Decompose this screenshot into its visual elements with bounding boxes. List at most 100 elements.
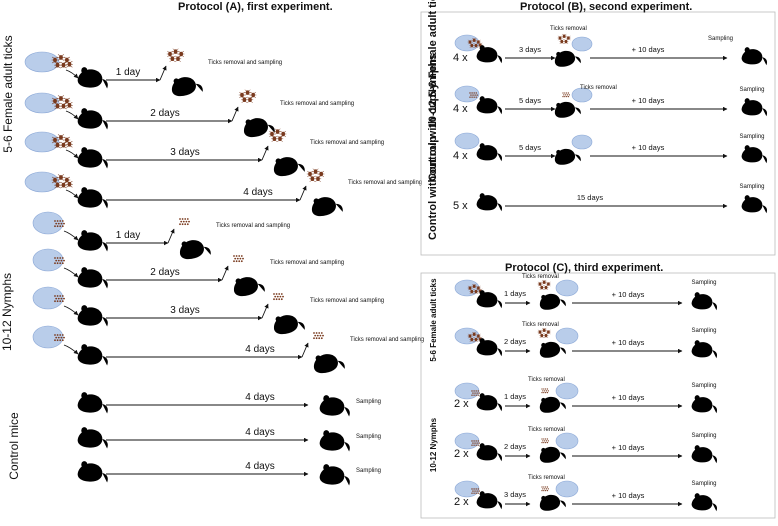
adult-tick-icon — [467, 37, 483, 48]
cup-icon — [24, 51, 60, 73]
followup-label: + 10 days — [612, 393, 645, 402]
group-label-b-text: Control with cup — [427, 94, 439, 181]
group-label-b: Control with cup — [427, 94, 439, 181]
cup-icon — [555, 382, 579, 400]
start-mouse-icon — [73, 147, 108, 172]
group-label-b-text: 5-6 Female adult ticks — [427, 0, 439, 97]
followup-label: + 10 days — [612, 443, 645, 452]
duration-label: 4 days — [243, 187, 272, 198]
duration-label: 4 days — [245, 392, 274, 403]
curve-arrow — [63, 305, 79, 316]
mouse-count: 2 x — [454, 398, 469, 410]
start-mouse-icon — [473, 290, 503, 311]
action-label: Sampling — [356, 399, 381, 405]
duration-label: 4 days — [245, 427, 274, 438]
adult-tick-icon — [51, 174, 73, 189]
cup-icon — [32, 211, 64, 235]
group-label-b-text: Control without cup — [427, 136, 439, 240]
cup-icon — [555, 279, 579, 297]
cup-icon — [454, 327, 480, 345]
curve-arrow — [65, 110, 79, 120]
group-label-b: Control without cup — [427, 136, 439, 240]
cup-icon — [32, 248, 64, 272]
start-mouse-icon — [473, 443, 503, 464]
group-label-c-nymph-text: 10-12 Nymphs — [429, 417, 438, 472]
start-mouse-icon — [73, 461, 108, 486]
followup-label: + 10 days — [632, 45, 665, 54]
nymph-icon — [471, 390, 480, 396]
duration-label: 1 days — [504, 392, 526, 401]
end-mouse-icon — [226, 271, 266, 301]
duration-label: 5 days — [519, 143, 541, 152]
nymph-icon — [54, 257, 65, 265]
cup-icon — [555, 432, 579, 450]
removal-label: Ticks removal — [528, 377, 565, 383]
removal-label: Ticks removal — [522, 322, 559, 328]
group-label-c-nymph: 10-12 Nymphs — [429, 417, 438, 472]
end-mouse-icon — [164, 71, 204, 101]
group-label-b: 5-6 Female adult ticks — [427, 0, 439, 97]
start-mouse-icon — [473, 193, 503, 214]
action-label: Ticks removal and sampling — [280, 101, 354, 107]
duration-label: 3 days — [519, 45, 541, 54]
duration-label: 2 days — [504, 337, 526, 346]
action-label: Ticks removal and sampling — [310, 298, 384, 304]
curve-arrow — [65, 69, 79, 79]
end-mouse-icon — [688, 395, 718, 416]
group-label-adult-a: 5-6 Female adult ticks — [1, 35, 15, 153]
duration-label: 2 days — [150, 108, 179, 119]
protocol-c-title: Protocol (C), third experiment. — [505, 262, 664, 274]
end-mouse-icon — [738, 47, 768, 68]
followup-label: + 10 days — [612, 491, 645, 500]
sampling-label: Sampling — [691, 481, 716, 487]
adult-tick-icon — [537, 279, 551, 290]
end-mouse-icon — [266, 309, 306, 339]
sampling-label: Sampling — [739, 87, 764, 93]
fork-arrow — [261, 303, 269, 319]
adult-tick-icon — [51, 95, 73, 110]
end-mouse-icon — [304, 191, 344, 221]
action-label: Ticks removal and sampling — [350, 337, 424, 343]
start-mouse-icon — [73, 392, 108, 417]
action-label: Ticks removal and sampling — [216, 223, 290, 229]
adult-tick-icon — [268, 128, 287, 142]
cup-icon — [571, 87, 593, 103]
cup-icon — [454, 279, 480, 297]
cup-icon — [571, 134, 593, 150]
followup-label: + 10 days — [612, 290, 645, 299]
mouse-count: 2 x — [454, 448, 469, 460]
end-mouse-icon — [738, 98, 768, 119]
duration-label: 3 days — [170, 305, 199, 316]
end-mouse-icon — [315, 430, 350, 455]
duration-label: 3 days — [504, 490, 526, 499]
cup-icon — [555, 327, 579, 345]
end-mouse-icon — [688, 340, 718, 361]
adult-tick-icon — [557, 33, 571, 44]
curve-arrow — [63, 267, 79, 278]
nymph-icon — [54, 295, 65, 303]
curve-arrow — [65, 189, 79, 199]
curve-arrow — [65, 149, 79, 159]
duration-label: 3 days — [170, 147, 199, 158]
end-mouse-icon — [306, 348, 346, 378]
nymph-icon — [54, 334, 65, 342]
mouse-count: 4 x — [453, 52, 468, 64]
fork-arrow — [231, 106, 239, 122]
adult-tick-icon — [166, 48, 185, 62]
end-mouse-icon — [315, 464, 350, 489]
sampling-label: Sampling — [739, 134, 764, 140]
start-mouse-icon — [73, 267, 108, 292]
cup-icon — [454, 382, 480, 400]
start-mouse-icon — [73, 344, 108, 369]
removal-label: Ticks removal — [580, 85, 617, 91]
action-label: Sampling — [356, 468, 381, 474]
protocol-a-title: Protocol (A), first experiment. — [178, 1, 333, 13]
action-label: Ticks removal and sampling — [208, 60, 282, 66]
nymph-icon — [471, 440, 480, 446]
nymph-icon — [273, 293, 284, 301]
sampling-label: Sampling — [691, 328, 716, 334]
start-mouse-icon — [473, 393, 503, 414]
fork-arrow — [301, 342, 309, 358]
nymph-icon — [541, 388, 549, 394]
